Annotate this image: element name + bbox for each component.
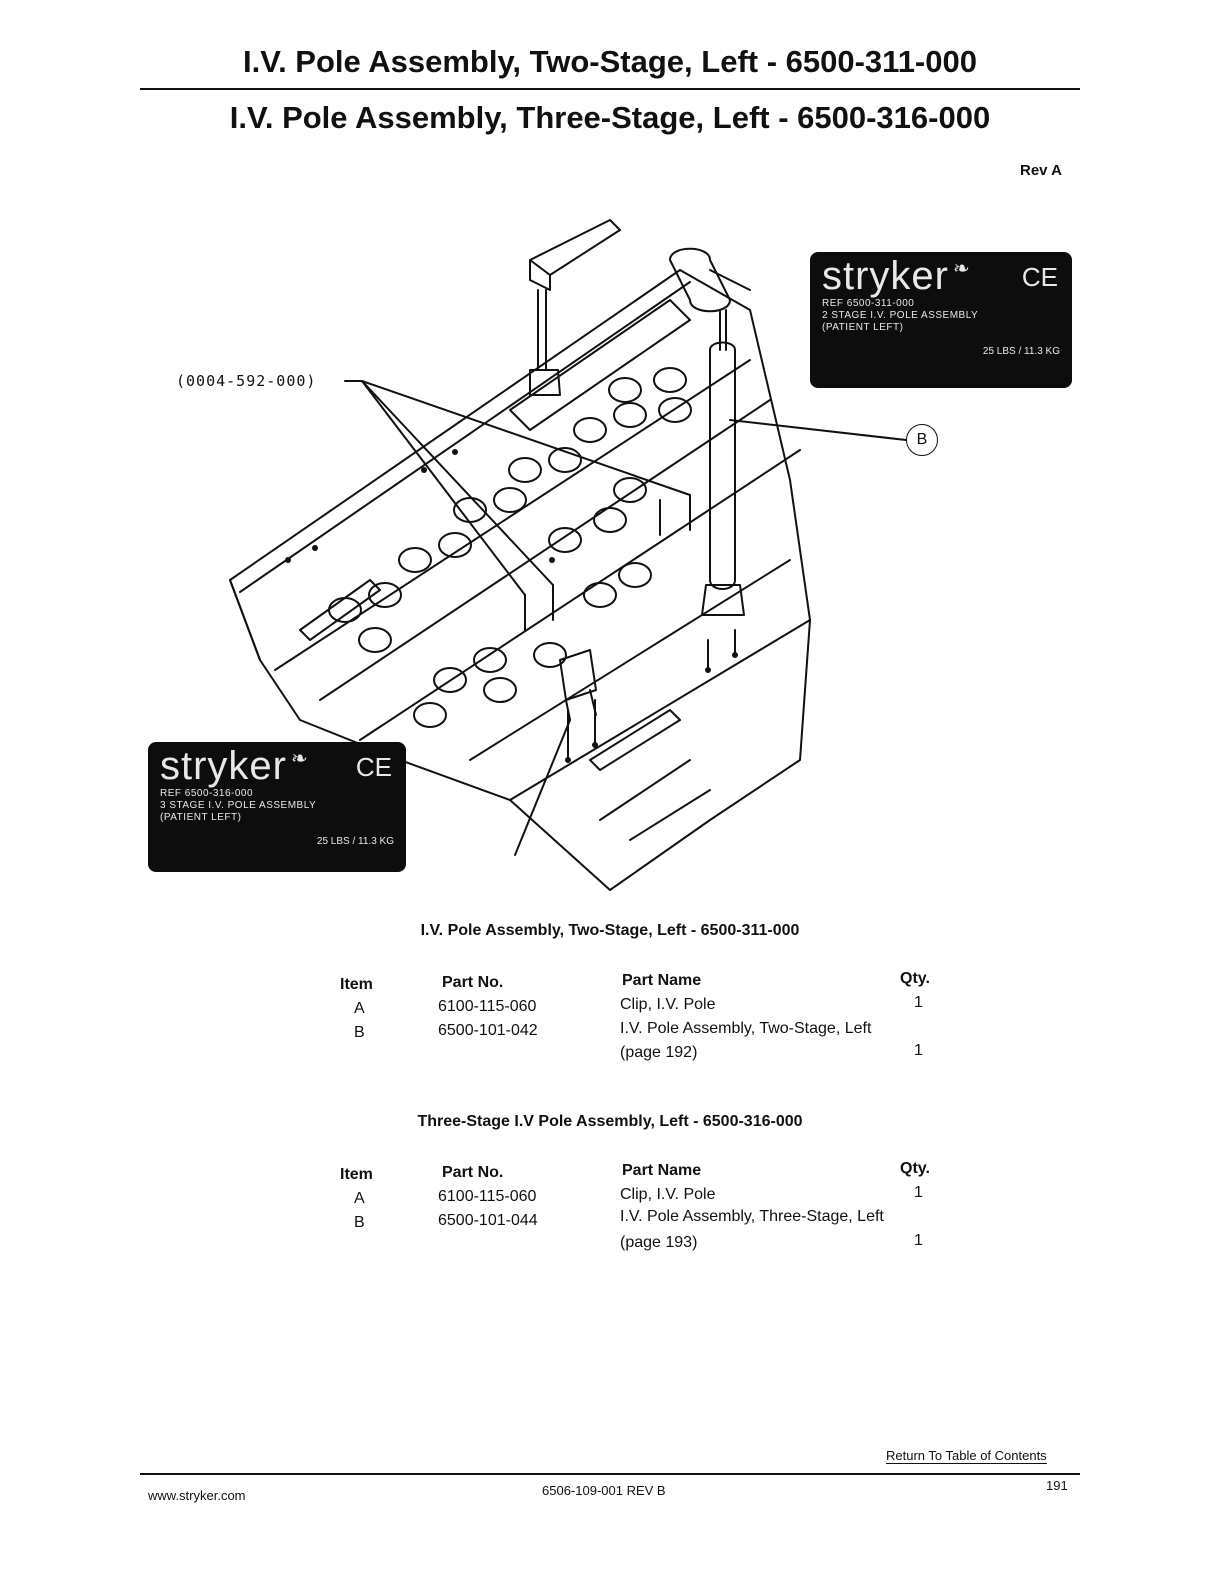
table-row-item: B (354, 1214, 365, 1231)
table-row-part-name: Clip, I.V. Pole (620, 996, 716, 1013)
page-title-two-stage: I.V. Pole Assembly, Two-Stage, Left - 65… (243, 44, 977, 79)
header-item: Item (340, 1166, 373, 1183)
table-row-qty: 1 (914, 1184, 923, 1201)
brand-mark-icon: ❧ (953, 257, 971, 280)
header-qty: Qty. (900, 1160, 930, 1177)
ce-mark: CE (355, 752, 392, 782)
table-row-part-name-page: (page 192) (620, 1044, 698, 1061)
table-row-part-name-page: (page 193) (620, 1234, 698, 1251)
table-row-part-name: Clip, I.V. Pole (620, 1186, 716, 1203)
ce-mark: CE (1021, 262, 1058, 292)
table-row-qty: 1 (914, 1232, 923, 1249)
footer-divider (140, 1473, 1080, 1475)
page-number: 191 (1046, 1478, 1068, 1493)
header-item: Item (340, 976, 373, 993)
parts-table-title-two-stage: I.V. Pole Assembly, Two-Stage, Left - 65… (420, 922, 800, 939)
header-part-no: Part No. (442, 1164, 504, 1181)
parts-table-title-three-stage: Three-Stage I.V Pole Assembly, Left - 65… (417, 1113, 803, 1130)
iv-pole-assembly-diagram (229, 219, 907, 891)
header-part-no: Part No. (442, 974, 504, 991)
label-ref-line: REF 6500-311-000 (822, 298, 915, 309)
header-part-name: Part Name (622, 972, 702, 989)
table-row-qty: 1 (914, 1042, 923, 1059)
return-to-toc-link[interactable]: Return To Table of Contents (886, 1448, 1047, 1464)
label-ref-line: REF 6500-316-000 (160, 788, 254, 799)
header-part-name: Part Name (622, 1162, 702, 1179)
page-title-three-stage: I.V. Pole Assembly, Three-Stage, Left - … (229, 100, 991, 135)
callout-b: B (906, 424, 938, 456)
stryker-logo: stryker❧ (822, 254, 971, 298)
table-row-part-no: 6100-115-060 (438, 1188, 537, 1205)
footer-website: www.stryker.com (148, 1488, 246, 1503)
table-row-item: A (354, 1190, 365, 1207)
table-row-part-no: 6500-101-044 (438, 1212, 538, 1229)
label-weight: 25 LBS / 11.3 KG (316, 836, 394, 847)
label-desc-line: 3 STAGE I.V. POLE ASSEMBLY (160, 800, 317, 811)
product-label-two-stage: stryker❧ CE REF 6500-311-000 2 STAGE I.V… (810, 252, 1072, 388)
table-row-part-name: I.V. Pole Assembly, Two-Stage, Left (620, 1020, 872, 1037)
label-side-line: (PATIENT LEFT) (822, 322, 904, 333)
stryker-logo: stryker❧ (160, 744, 309, 788)
table-row-item: B (354, 1024, 365, 1041)
table-row-part-no: 6500-101-042 (438, 1022, 538, 1039)
table-row-part-name: I.V. Pole Assembly, Three-Stage, Left (620, 1208, 884, 1225)
footer-doc-number: 6506-109-001 REV B (542, 1483, 666, 1498)
callout-screw-part-number: (0004-592-000) (176, 372, 317, 390)
label-desc-line: 2 STAGE I.V. POLE ASSEMBLY (822, 310, 979, 321)
label-side-line: (PATIENT LEFT) (160, 812, 242, 823)
table-row-item: A (354, 1000, 365, 1017)
brand-mark-icon: ❧ (291, 747, 309, 770)
header-qty: Qty. (900, 970, 930, 987)
title-divider (140, 88, 1080, 90)
table-row-qty: 1 (914, 994, 923, 1011)
label-weight: 25 LBS / 11.3 KG (982, 346, 1060, 357)
table-row-part-no: 6100-115-060 (438, 998, 537, 1015)
revision-label: Rev A (1020, 162, 1062, 179)
product-label-three-stage: stryker❧ CE REF 6500-316-000 3 STAGE I.V… (148, 742, 406, 872)
